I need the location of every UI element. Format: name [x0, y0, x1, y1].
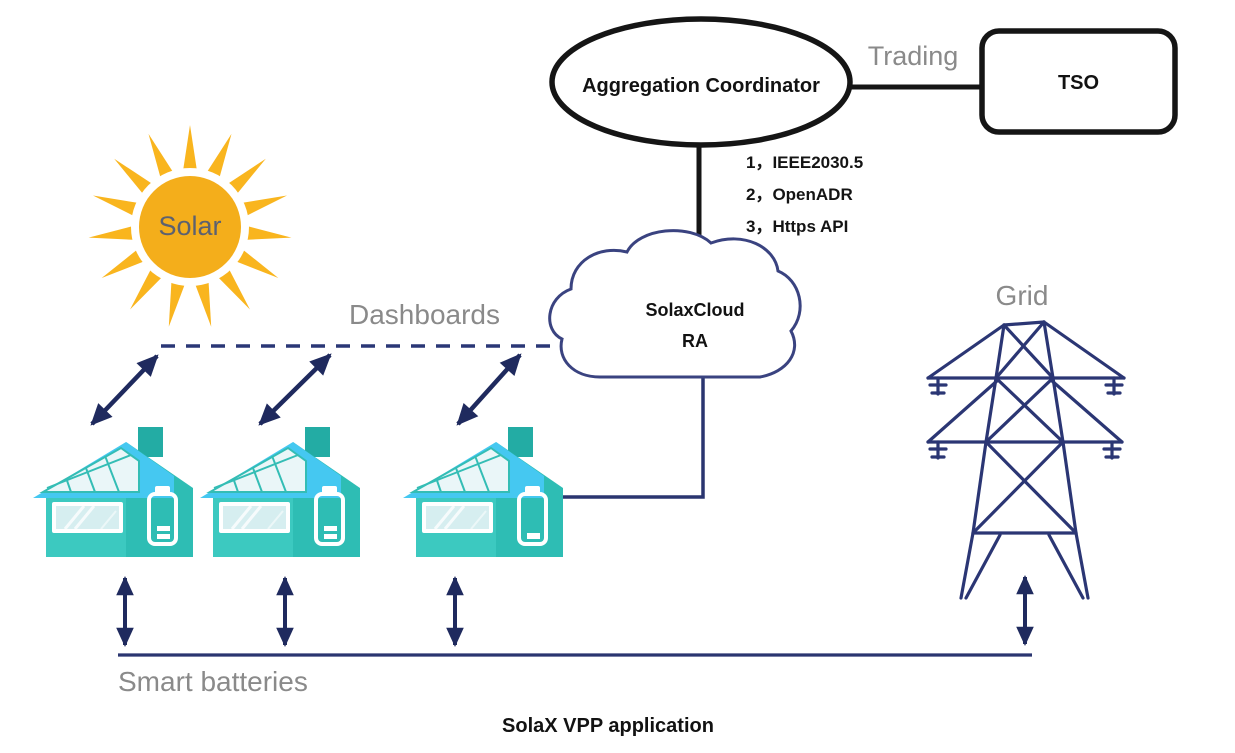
coordinator-ellipse — [549, 16, 853, 148]
cloud-shape — [548, 229, 802, 379]
diagram-caption: SolaX VPP application — [502, 715, 714, 737]
double-arrow — [456, 353, 522, 426]
cloud-ra-label: RA — [682, 331, 708, 351]
tso-label: TSO — [1057, 72, 1100, 94]
sun-icon — [88, 125, 292, 327]
protocol-item-3: 3，Https API — [746, 217, 849, 236]
double-arrow — [258, 353, 332, 426]
cloud-name-label: SolaxCloud — [645, 300, 745, 320]
dashboards-label: Dashboards — [349, 299, 500, 330]
house-icon-2 — [200, 427, 360, 557]
grid-label: Grid — [995, 280, 1049, 311]
protocol-item-2: 2，OpenADR — [746, 185, 853, 204]
smart-batteries-label: Smart batteries — [118, 666, 308, 697]
grid-tower-icon — [926, 320, 1126, 600]
insulator-icon — [928, 376, 1124, 460]
trading-label: Trading — [867, 41, 959, 71]
house-icon-1 — [33, 427, 193, 557]
dashboard-arrows — [90, 353, 522, 426]
solar-label: Solar — [158, 211, 222, 241]
house-cloud-link — [558, 372, 705, 499]
protocol-item-1: 1，IEEE2030.5 — [746, 153, 864, 172]
tso-box — [979, 28, 1178, 135]
double-arrow — [90, 354, 159, 426]
battery-bus-arrows — [116, 575, 1034, 647]
coordinator-label: Aggregation Coordinator — [582, 75, 820, 97]
house-icon-3 — [403, 427, 563, 557]
